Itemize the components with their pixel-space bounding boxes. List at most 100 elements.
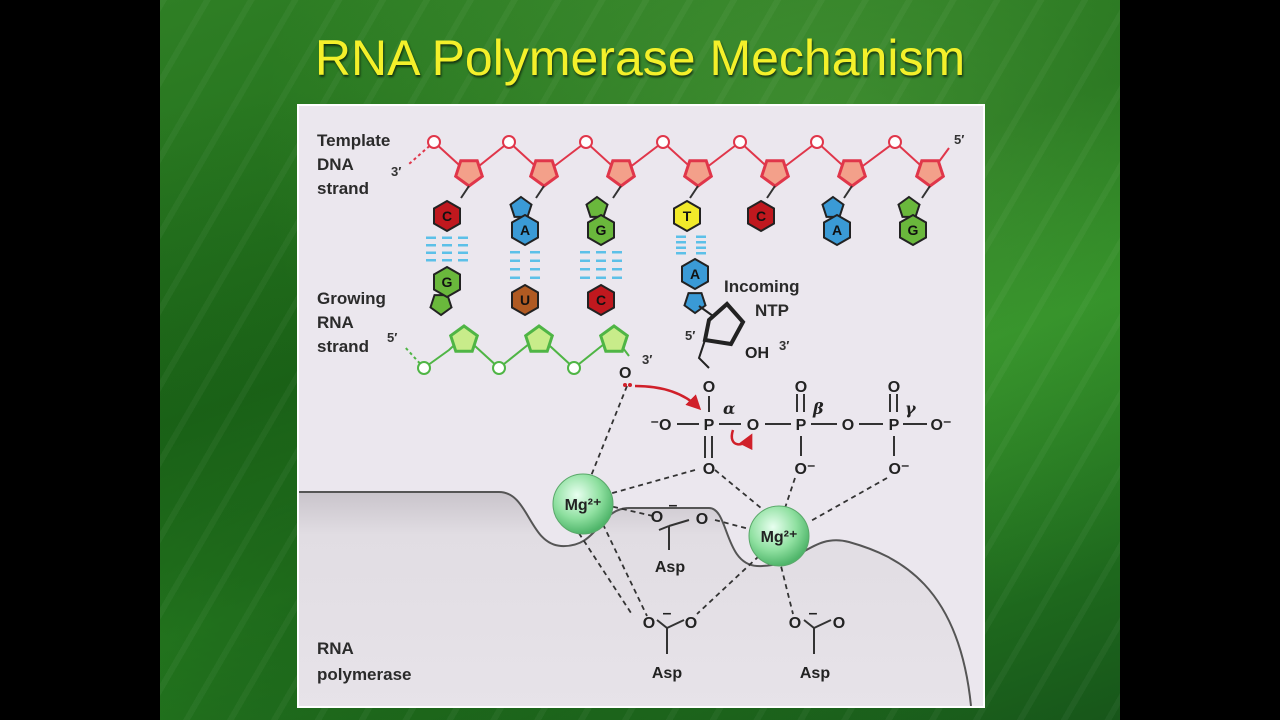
template-phosphate <box>579 135 593 149</box>
gamma-top-oxygen: O <box>888 379 900 396</box>
rna-sugars <box>448 324 630 353</box>
rna-sugar <box>448 324 480 353</box>
rna-5-prime: 5′ <box>387 330 397 345</box>
label-growing-2: RNA <box>317 313 354 332</box>
label-polymerase-2: polymerase <box>317 665 412 684</box>
template-sugar <box>914 159 946 188</box>
template-sugar-link <box>843 185 853 199</box>
beta-label: β <box>812 399 824 418</box>
rna-phosphates <box>417 361 581 375</box>
template-sugar-link <box>535 185 545 199</box>
template-sugar <box>759 159 791 188</box>
slide-title: RNA Polymerase Mechanism <box>314 30 966 86</box>
template-phosphate <box>733 135 747 149</box>
rna-phosphate <box>492 361 506 375</box>
mg-ion-1: Mg²⁺ <box>552 473 614 535</box>
asp3-oxygen-left: O <box>789 615 801 632</box>
rna-sugar <box>598 324 630 353</box>
alpha-bottom-oxygen: O <box>703 461 715 478</box>
template-sugar-link <box>689 185 699 199</box>
template-base <box>747 199 775 233</box>
alpha-oxygen-left: ⁻O <box>651 417 672 434</box>
phosphate-bonds <box>677 394 927 458</box>
template-base-letter: A <box>520 222 530 238</box>
asp-bonds <box>656 519 832 654</box>
rna-base-letter: G <box>442 274 453 290</box>
hydrogen-bonds <box>426 235 706 279</box>
rna-3-oxygen: O <box>619 365 631 382</box>
template-base <box>587 213 615 247</box>
gamma-right-oxygen: O⁻ <box>931 417 952 434</box>
rna-base <box>587 283 615 317</box>
polymerase-surface <box>299 492 971 706</box>
rna-base <box>511 283 539 317</box>
asp1-oxygen-right: O <box>696 511 708 528</box>
lone-pair-dot-1 <box>623 383 627 387</box>
beta-bottom-oxygen: O⁻ <box>795 461 816 478</box>
template-base <box>899 213 927 247</box>
template-phosphate <box>427 135 441 149</box>
phosphorus-gamma: P <box>889 417 900 434</box>
rna-base-letter: U <box>520 292 530 308</box>
ntp-base-letter: A <box>690 266 700 282</box>
template-base-letter: T <box>683 208 692 224</box>
template-phosphate <box>810 135 824 149</box>
svg-text:Mg²⁺: Mg²⁺ <box>761 529 798 546</box>
asp2-oxygen-right: O <box>685 615 697 632</box>
template-base <box>823 213 851 247</box>
template-base-letter: G <box>908 222 919 238</box>
coordination-bonds <box>568 385 888 617</box>
template-base <box>673 199 701 233</box>
mg-ion-2: Mg²⁺ <box>748 505 810 567</box>
template-sugars <box>453 159 946 199</box>
template-phosphate <box>502 135 516 149</box>
template-sugar <box>605 159 637 188</box>
label-template-3: strand <box>317 179 369 198</box>
rna-base-ring5 <box>429 294 453 317</box>
template-sugar-link <box>766 185 776 199</box>
alpha-beta-oxygen: O <box>747 417 759 434</box>
leaving-group-arrow <box>730 429 753 451</box>
template-sugar-link <box>612 185 622 199</box>
rna-base <box>433 265 461 299</box>
template-base-letter: C <box>442 208 452 224</box>
template-sugar-link <box>460 185 470 199</box>
gamma-label: γ <box>905 399 917 418</box>
asp3-oxygen-right: O <box>833 615 845 632</box>
template-phosphate <box>656 135 670 149</box>
asp3-minus: – <box>809 605 818 622</box>
template-sugar-link <box>921 185 931 199</box>
ntp-3-prime: 3′ <box>779 338 789 353</box>
asp2-oxygen-left: O <box>643 615 655 632</box>
template-5-prime: 5′ <box>954 132 964 147</box>
asp1-label: Asp <box>655 559 685 576</box>
template-base <box>433 199 461 233</box>
gamma-bottom-oxygen: O⁻ <box>889 461 910 478</box>
asp1-minus: – <box>669 497 678 514</box>
template-base-letter: C <box>756 208 766 224</box>
ntp-sugar <box>702 301 746 347</box>
asp2-minus: – <box>663 605 672 622</box>
template-phosphate <box>888 135 902 149</box>
phosphorus-alpha: P <box>704 417 715 434</box>
template-sugar <box>836 159 868 188</box>
template-base-ring5 <box>897 195 921 218</box>
template-base-ring5 <box>821 195 845 218</box>
lone-pair-dot-2 <box>628 383 632 387</box>
ntp-base <box>681 257 709 291</box>
ntp-glycosidic-bond <box>698 305 714 317</box>
label-growing-1: Growing <box>317 289 386 308</box>
template-base-ring5 <box>509 195 533 218</box>
label-incoming-1: Incoming <box>724 277 800 296</box>
alpha-bridge-oxygen: O <box>703 379 715 396</box>
beta-gamma-oxygen: O <box>842 417 854 434</box>
label-template-1: Template <box>317 131 390 150</box>
template-base-letter: G <box>596 222 607 238</box>
template-sugar <box>453 159 485 188</box>
rna-5-end-link <box>403 345 425 369</box>
rna-base-letter: C <box>596 292 606 308</box>
ntp-5-prime: 5′ <box>685 328 695 343</box>
